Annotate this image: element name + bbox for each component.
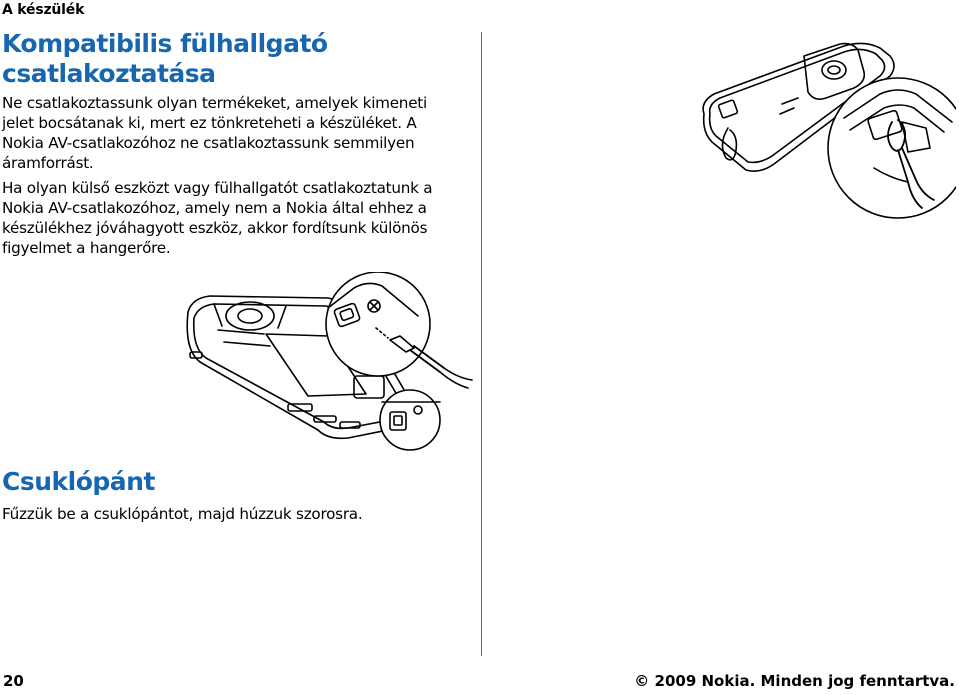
paragraph-line: figyelmet a hangerőre. xyxy=(2,239,171,257)
paragraph-line: áramforrást. xyxy=(2,154,94,172)
paragraph-line: jelet bocsátanak ki, mert ez tönkretehet… xyxy=(2,114,417,132)
copyright-notice: © 2009 Nokia. Minden jog fenntartva. xyxy=(634,672,955,690)
paragraph-line: Nokia AV-csatlakozóhoz ne csatlakoztassu… xyxy=(2,134,415,152)
headphones-title: Kompatibilis fülhallgató csatlakoztatása xyxy=(2,29,328,89)
paragraph-line: Nokia AV-csatlakozóhoz, amely nem a Noki… xyxy=(2,199,427,217)
phone-headphone-connector-illustration xyxy=(186,272,473,451)
paragraph-line: Ha olyan külső eszközt vagy fülhallgatót… xyxy=(2,179,433,197)
column-divider xyxy=(481,32,482,656)
headphones-title-line2: csatlakoztatása xyxy=(2,59,216,88)
headphones-paragraph-1: Ne csatlakoztassunk olyan termékeket, am… xyxy=(2,93,427,173)
headphones-title-line1: Kompatibilis fülhallgató xyxy=(2,29,328,58)
headphones-paragraph-2: Ha olyan külső eszközt vagy fülhallgatót… xyxy=(2,178,433,258)
wrist-strap-paragraph: Fűzzük be a csuklópántot, majd húzzuk sz… xyxy=(2,505,363,523)
phone-wrist-strap-illustration xyxy=(702,42,956,219)
paragraph-line: készülékhez jóváhagyott eszköz, akkor fo… xyxy=(2,219,428,237)
wrist-strap-title: Csuklópánt xyxy=(2,467,155,496)
page-number: 20 xyxy=(3,672,24,690)
paragraph-line: Ne csatlakoztassunk olyan termékeket, am… xyxy=(2,94,427,112)
section-header: A készülék xyxy=(2,2,85,18)
